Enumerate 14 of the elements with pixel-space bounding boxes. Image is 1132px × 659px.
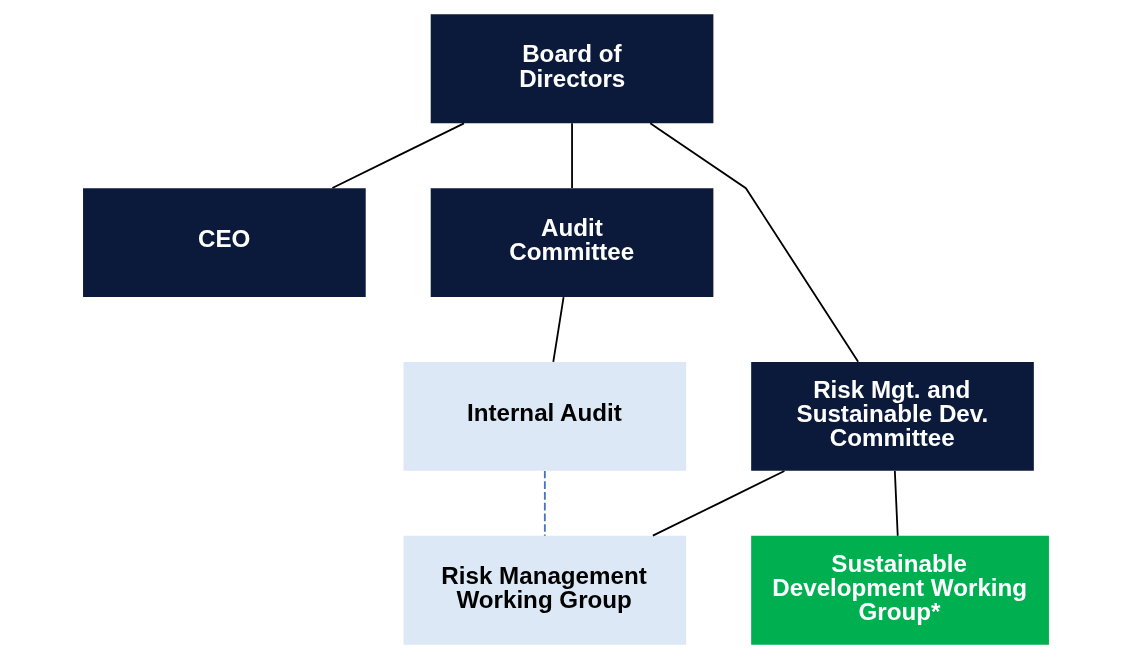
node-box: Risk Mgt. and Sustainable Dev. Committee (751, 362, 1034, 471)
node-box: Sustainable Development Working Group* (751, 535, 1049, 645)
connector (552, 296, 565, 363)
connector (543, 470, 546, 537)
node-box: CEO (83, 188, 366, 297)
node-box: Internal Audit (403, 362, 687, 471)
node-box: Audit Committee (430, 188, 714, 297)
connector (571, 122, 573, 189)
connector (893, 470, 899, 537)
node-box: Board of Directors (430, 14, 714, 124)
connector (331, 122, 465, 189)
connector (651, 470, 786, 537)
node-box: Risk Management Working Group (403, 535, 687, 645)
connector (649, 122, 860, 363)
